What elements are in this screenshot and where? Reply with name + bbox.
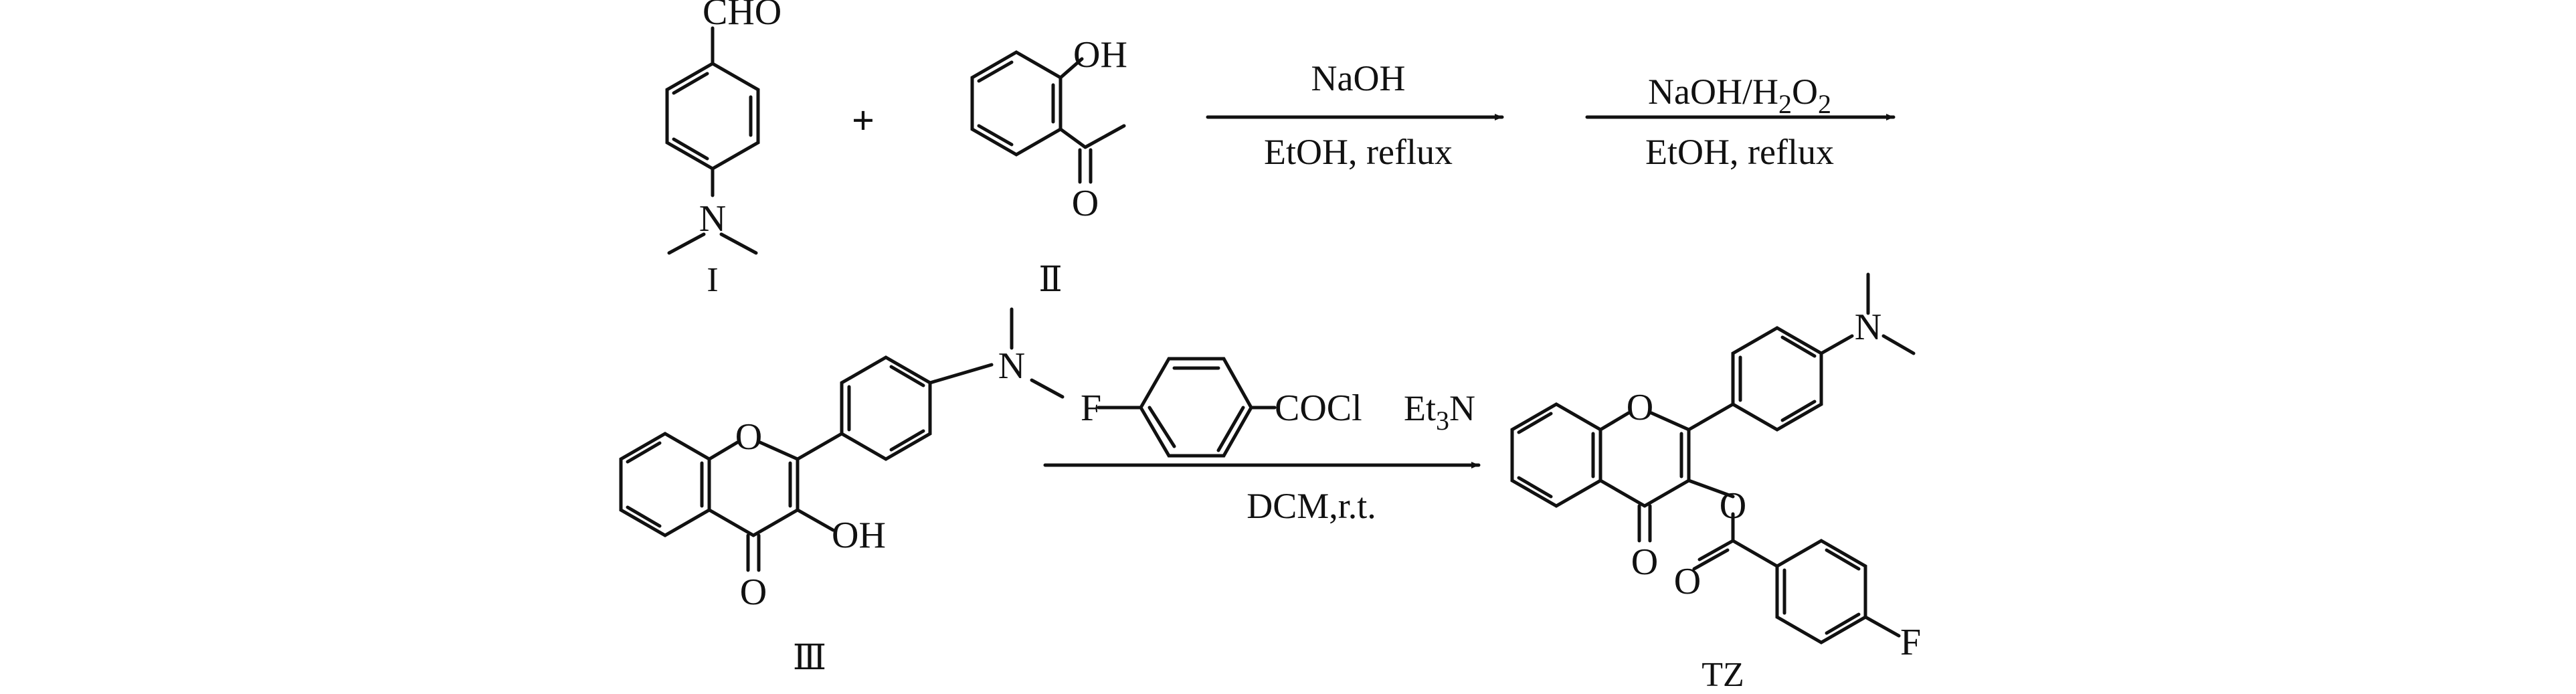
product-TZ-structure: O N O O O F bbox=[1510, 272, 1921, 663]
hydroxyl-group-label: OH bbox=[1073, 34, 1127, 76]
step-1-conditions: EtOH, reflux bbox=[1264, 132, 1453, 172]
compound-II-label: Ⅱ bbox=[1038, 261, 1062, 299]
step-2-reagent-part-a: NaOH/H bbox=[1648, 72, 1778, 112]
aldehyde-group-label: CHO bbox=[703, 0, 781, 33]
compound-I-label: I bbox=[707, 261, 718, 299]
step-2-reagent-subscript-a: 2 bbox=[1778, 89, 1792, 119]
plus-sign: + bbox=[852, 98, 875, 143]
carbonyl-oxygen-label: O bbox=[1072, 183, 1099, 224]
product-TZ-label: TZ bbox=[1701, 656, 1744, 694]
compound-I-structure: CHO N bbox=[665, 0, 781, 255]
ester-oxygen-label: O bbox=[1720, 485, 1746, 527]
step-3-base-part-a: Et bbox=[1404, 388, 1436, 428]
compound-III-label: Ⅲ bbox=[793, 639, 826, 677]
nitrogen-atom-label: N bbox=[998, 345, 1025, 387]
nitrogen-atom-label: N bbox=[1855, 307, 1881, 348]
carbonyl-oxygen-label: O bbox=[1631, 541, 1658, 583]
carbonyl-oxygen-label: O bbox=[740, 572, 767, 613]
step-2-conditions: EtOH, reflux bbox=[1645, 132, 1834, 172]
fluorine-atom-label: F bbox=[1900, 622, 1921, 663]
compound-II-structure: OH O bbox=[970, 34, 1127, 224]
step-1-reagent: NaOH bbox=[1311, 58, 1406, 98]
step-3-base-part-b: N bbox=[1449, 388, 1475, 428]
fluorobenzoyl-chloride-structure: F COCl bbox=[1081, 357, 1362, 458]
ring-oxygen-label: O bbox=[1627, 387, 1653, 428]
step-2-reagent: NaOH/H2O2 bbox=[1648, 72, 1831, 119]
acyl-chloride-group-label: COCl bbox=[1275, 387, 1362, 429]
fluorine-atom-label: F bbox=[1081, 387, 1101, 429]
step-3-base: Et3N bbox=[1404, 388, 1475, 436]
ester-carbonyl-oxygen-label: O bbox=[1674, 561, 1701, 602]
step-3-conditions: DCM,r.t. bbox=[1247, 486, 1376, 526]
step-2-reagent-subscript-b: 2 bbox=[1818, 89, 1831, 119]
step-2-reagent-part-b: O bbox=[1792, 72, 1818, 112]
step-3-base-subscript: 3 bbox=[1436, 406, 1449, 436]
nitrogen-atom-label: N bbox=[699, 198, 726, 240]
hydroxyl-group-label: OH bbox=[832, 515, 886, 556]
ring-oxygen-label: O bbox=[735, 416, 762, 458]
compound-III-structure: O O OH N bbox=[619, 307, 1065, 613]
